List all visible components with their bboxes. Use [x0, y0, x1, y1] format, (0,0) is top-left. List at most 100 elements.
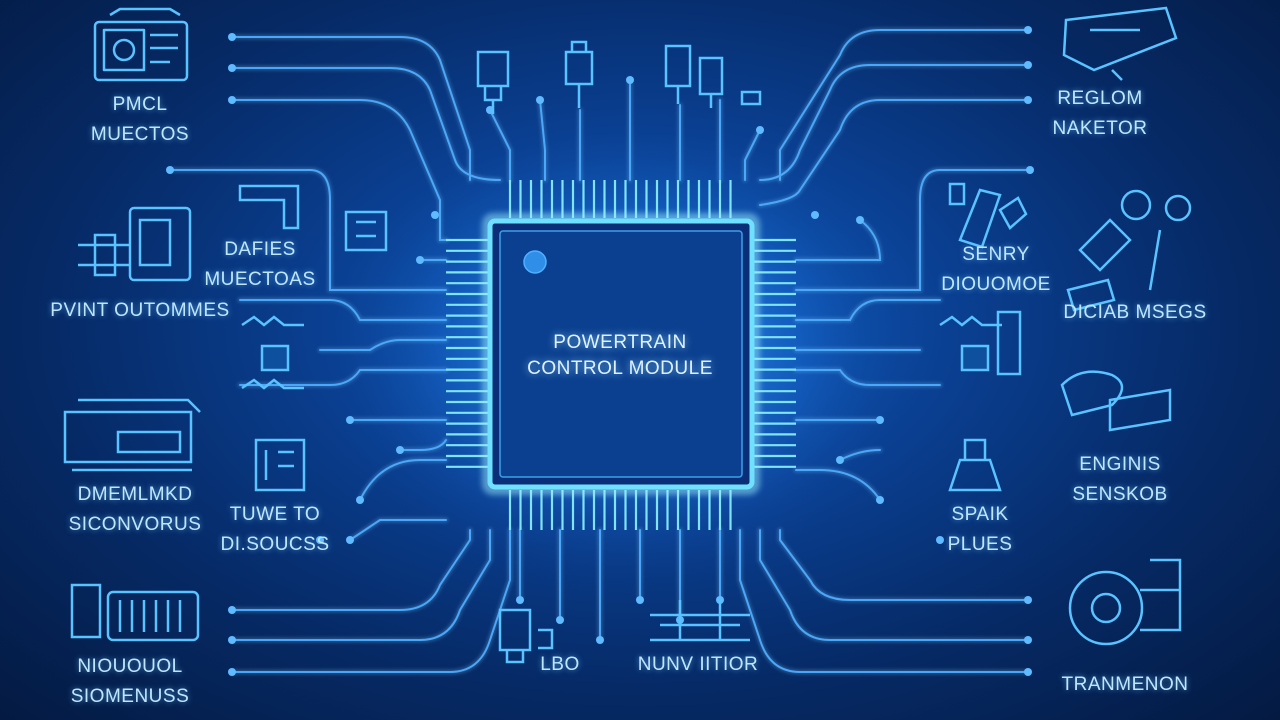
icon-solenoid-block: [70, 583, 200, 642]
label-fuel-injectors-2: DAFIES MUECTOAS: [190, 235, 330, 295]
label-sensor-outcomes-line1: SENRY: [962, 244, 1030, 265]
trace-endpoint: [1024, 26, 1032, 34]
circuit-trace: [779, 29, 1029, 181]
circuit-trace-glow: [793, 217, 883, 263]
icon-module-case: [63, 398, 201, 472]
trace-endpoint: [228, 668, 236, 676]
icon-pump-box: [78, 206, 192, 282]
trace-endpoint: [836, 456, 844, 464]
trace-endpoint: [811, 211, 819, 219]
trace-endpoint: [228, 96, 236, 104]
label-bottom-lbo-line1: LBO: [540, 654, 580, 675]
label-spark-plugs: SPAIK PLUES: [920, 500, 1040, 560]
label-spark-plugs-line1: SPAIK: [951, 504, 1009, 525]
trace-endpoint: [228, 64, 236, 72]
label-fuel-injectors-2-line2: MUECTOAS: [204, 269, 316, 290]
label-diagnostics-line1: DICIAB MSEGS: [1063, 302, 1207, 323]
trace-endpoints: [166, 26, 1034, 676]
trace-endpoint: [316, 536, 324, 544]
trace-endpoint: [876, 496, 884, 504]
chip-outer-glow: [482, 213, 760, 495]
label-transmission-line1: TRANMENON: [1061, 674, 1189, 695]
circuit-trace-glow: [757, 62, 1031, 183]
label-fuel-injectors-line2: MUECTOS: [90, 124, 190, 145]
trace-endpoint: [346, 416, 354, 424]
chip-pins: [446, 180, 796, 530]
circuit-trace-glow: [167, 167, 449, 293]
label-sensor-outcomes: SENRY DIOUOMOE: [926, 240, 1066, 300]
label-pump-controls: PVINT OUTOMMES: [40, 296, 240, 326]
icon-resistor-right: [939, 310, 1022, 376]
trace-endpoint: [626, 76, 634, 84]
trace-endpoint: [1024, 61, 1032, 69]
circuit-trace-glow: [757, 97, 1031, 208]
chip-title-line2: CONTROL MODULE: [527, 358, 713, 379]
circuit-trace-glow: [357, 457, 449, 503]
trace-endpoint: [396, 446, 404, 454]
circuit-trace-glow: [237, 367, 449, 388]
trace-endpoint: [536, 96, 544, 104]
trace-endpoint: [876, 416, 884, 424]
circuit-trace-glow: [229, 527, 473, 613]
label-pump-controls-line1: PVINT OUTOMMES: [50, 300, 230, 321]
icon-sensor-tool: [948, 182, 1028, 249]
trace-endpoint: [556, 616, 564, 624]
trace-endpoint: [516, 596, 524, 604]
icon-bracket-top: [238, 184, 300, 230]
trace-endpoint: [1026, 166, 1034, 174]
label-transmission: TRANMENON: [1040, 670, 1210, 700]
circuit-trace-glow: [317, 337, 449, 353]
trace-endpoint: [1024, 96, 1032, 104]
trace-endpoint: [856, 216, 864, 224]
icon-connector-left: [344, 210, 388, 252]
icon-resistor-left: [241, 315, 304, 390]
icon-bottom-sensor: [498, 608, 554, 664]
circuit-trace-glow: [777, 27, 1031, 183]
label-injection-solenoids-line1: NIOUOUOL: [77, 656, 183, 677]
icon-tune-box: [254, 438, 306, 492]
chip-pin1-marker: [523, 250, 547, 274]
circuit-trace-glow: [777, 527, 1031, 603]
trace-endpoint: [228, 636, 236, 644]
label-tune-to: TUWE TO DI.SOUCSS: [205, 500, 345, 560]
icon-spark-plug: [948, 438, 1002, 492]
icon-transmission: [1068, 558, 1182, 646]
label-fuel-injectors-2-line1: DAFIES: [224, 239, 296, 260]
label-fuel-injectors-line1: PMCL: [112, 94, 168, 115]
trace-endpoint: [166, 166, 174, 174]
label-tune-to-line2: DI.SOUCSS: [220, 534, 330, 555]
icon-bottom-nav: [650, 600, 750, 642]
circuit-trace-glow: [793, 467, 883, 503]
trace-endpoint: [756, 126, 764, 134]
circuit-trace-glow: [229, 34, 473, 183]
circuit-trace-glow: [229, 527, 513, 675]
label-fuel-injectors: PMCL MUECTOS: [70, 90, 210, 150]
circuit-trace-glow: [757, 527, 1031, 643]
trace-endpoint: [1024, 636, 1032, 644]
circuit-trace-glow: [487, 107, 513, 183]
circuit-trace-glow: [237, 297, 449, 323]
circuit-trace-glow: [793, 367, 943, 388]
label-engine-sensor: ENGINIS SENSKOB: [1050, 450, 1190, 510]
icon-engine-sensor: [1060, 370, 1172, 432]
icon-top-plugs: [476, 40, 762, 114]
circuit-trace-glow: [229, 97, 449, 243]
label-bottom-nav: NUNV IITIOR: [628, 650, 768, 680]
circuit-trace-glow: [229, 65, 503, 183]
trace-endpoint: [596, 636, 604, 644]
icon-regulator: [1062, 6, 1178, 81]
circuit-trace-glow: [397, 437, 449, 453]
label-regulator-line2: NAKETOR: [1052, 118, 1148, 139]
label-engine-sensor-line2: SENSKOB: [1072, 484, 1168, 505]
chip-title-line1: POWERTRAIN: [553, 332, 687, 353]
trace-endpoint: [356, 496, 364, 504]
trace-endpoint: [1024, 668, 1032, 676]
icon-injector-panel: [93, 7, 189, 82]
label-diagnostics: DICIAB MSEGS: [1050, 298, 1220, 328]
label-bottom-nav-line1: NUNV IITIOR: [637, 654, 759, 675]
trace-endpoint: [228, 33, 236, 41]
label-regulator-line1: REGLOM: [1057, 88, 1143, 109]
label-emission-controls-line2: SICONVORUS: [68, 514, 202, 535]
trace-endpoint: [228, 606, 236, 614]
icon-diagnostic-tools: [1066, 189, 1192, 312]
